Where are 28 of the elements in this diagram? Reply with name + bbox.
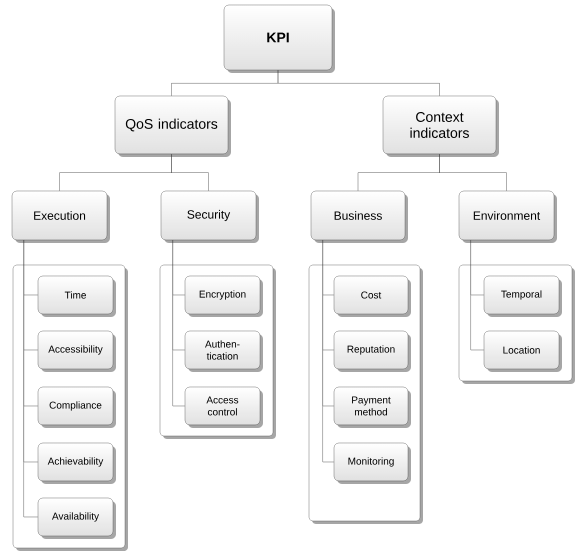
category-box: QoS indicators <box>114 96 231 157</box>
item-box: Accessibility <box>38 330 116 372</box>
item-box: Cost <box>334 276 411 317</box>
connector-line <box>278 70 440 96</box>
item-box: Temporal <box>484 276 562 317</box>
item-box: Time <box>38 276 116 317</box>
connector-line <box>172 240 185 406</box>
item-box: Authen-tication <box>184 330 263 372</box>
item-box: Reputation <box>334 330 411 372</box>
item-box: Achievability <box>38 442 116 484</box>
connector-line <box>439 154 507 191</box>
item-box: Location <box>484 330 562 372</box>
connector-line <box>470 240 484 350</box>
item-box: Availability <box>38 498 116 539</box>
item-box: Access control <box>184 386 263 428</box>
item-box: Compliance <box>38 386 116 428</box>
category-box: Execution <box>12 190 110 243</box>
item-box: Encryption <box>184 276 263 317</box>
connector-line <box>24 240 38 518</box>
connector-line <box>171 154 209 191</box>
category-box: Security <box>160 190 259 243</box>
category-box: Environment <box>458 190 557 243</box>
category-box: Business <box>310 190 408 243</box>
item-box: Payment method <box>334 386 411 428</box>
root-box: KPI <box>224 4 335 73</box>
item-box: Monitoring <box>334 442 411 484</box>
category-box: Context indicators <box>382 96 499 157</box>
connector-line <box>322 240 334 462</box>
